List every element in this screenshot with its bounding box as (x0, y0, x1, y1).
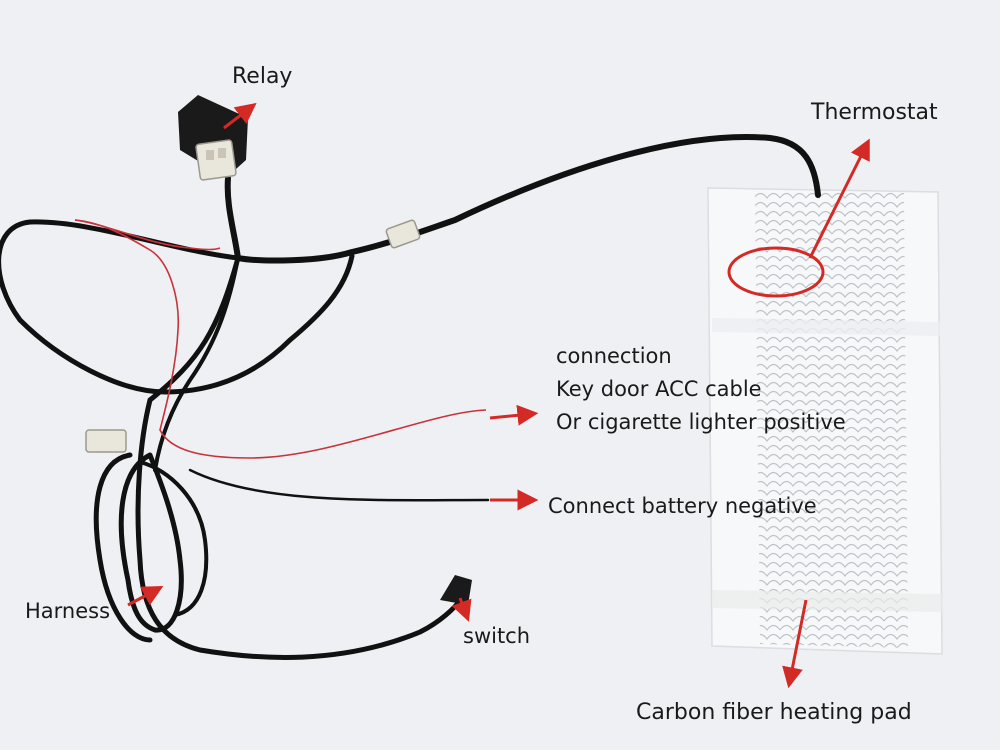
switch-label: switch (463, 624, 531, 648)
heating-pad (707, 187, 943, 655)
heating-pad-label: Carbon fiber heating pad (636, 700, 912, 725)
relay-unit (178, 95, 248, 181)
key-door-acc-label: Key door ACC cable (556, 377, 762, 401)
thermostat-highlight (727, 246, 825, 298)
annotation-arrows (127, 102, 870, 689)
inline-connector-lower (85, 429, 127, 453)
connection-label: connection (556, 344, 672, 368)
black-cables (0, 134, 821, 660)
red-wires (74, 219, 487, 459)
battery-negative-label: Connect battery negative (548, 494, 817, 518)
thermostat-label: Thermostat (811, 100, 938, 125)
inline-connector-upper (385, 219, 421, 249)
cigarette-lighter-label: Or cigarette lighter positive (556, 410, 846, 434)
harness-label: Harness (25, 599, 111, 623)
relay-label: Relay (232, 64, 293, 89)
switch-unit (440, 575, 472, 605)
